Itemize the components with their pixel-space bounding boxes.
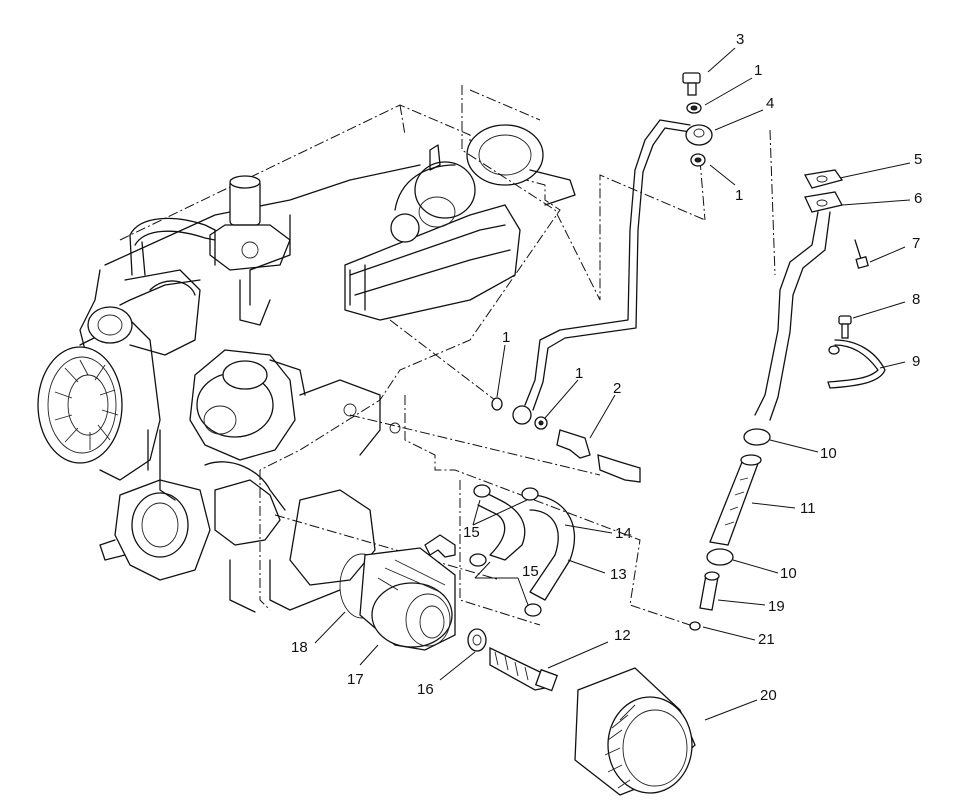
callout-16: 16 [417, 681, 434, 698]
clamp-bolt [838, 315, 852, 339]
callout-10: 10 [820, 445, 837, 462]
callout-9: 9 [912, 353, 920, 370]
rubber-hose [709, 454, 762, 546]
engine-block-drawing [37, 104, 576, 613]
hose-clamp-15b [521, 487, 539, 501]
callout-1: 1 [575, 365, 583, 382]
cooler-hose-b [529, 494, 576, 601]
flange-bolt [854, 239, 869, 269]
hose-clamp-15a [473, 484, 491, 498]
cooler-elbow-fitting [424, 534, 456, 558]
callout-8: 8 [912, 291, 920, 308]
oil-return-flange [803, 169, 844, 213]
hose-clamp-upper [743, 428, 771, 446]
callout-18: 18 [291, 639, 308, 656]
callout-15: 15 [463, 524, 480, 541]
callout-15: 15 [522, 563, 539, 580]
callout-11: 11 [800, 500, 816, 517]
callout-5: 5 [914, 151, 922, 168]
callout-leaders [314, 47, 911, 721]
callout-7: 7 [912, 235, 920, 252]
callout-21: 21 [758, 631, 775, 648]
hose-clamp-strap [827, 339, 886, 389]
washer-left [491, 397, 503, 411]
banjo-fitting [685, 124, 713, 146]
callout-19: 19 [768, 598, 785, 615]
oil-pressure-switch-union [556, 429, 641, 483]
callout-10: 10 [780, 565, 797, 582]
hose-clamp-15d [524, 603, 542, 617]
oil-return-pipe [754, 211, 831, 421]
cooler-washer [467, 628, 487, 652]
callout-17: 17 [347, 671, 364, 688]
cooler-center-bolt [489, 646, 559, 692]
check-valve [699, 571, 720, 611]
callout-12: 12 [614, 627, 631, 644]
callout-1: 1 [754, 62, 762, 79]
callout-14: 14 [615, 525, 632, 542]
banjo-bolt [682, 72, 701, 96]
callout-3: 3 [736, 31, 744, 48]
oil-filter [574, 667, 696, 796]
oil-feed-pipe [524, 119, 691, 411]
callout-1: 1 [735, 187, 743, 204]
oil-cooler [359, 547, 456, 651]
callout-6: 6 [914, 190, 922, 207]
callout-13: 13 [610, 566, 627, 583]
cooler-hose-a [477, 489, 526, 561]
projection-lines [274, 85, 776, 626]
hose-clamp-15c [469, 553, 487, 567]
o-ring-small [689, 621, 701, 631]
hose-clamp-lower [706, 548, 734, 566]
callout-20: 20 [760, 687, 777, 704]
callout-labels: 3 1 4 1 5 6 7 8 9 1 1 2 10 11 14 15 10 1… [291, 31, 922, 704]
callout-4: 4 [766, 95, 774, 112]
callout-2: 2 [613, 380, 621, 397]
banjo-union [512, 405, 532, 425]
callout-1: 1 [502, 329, 510, 346]
